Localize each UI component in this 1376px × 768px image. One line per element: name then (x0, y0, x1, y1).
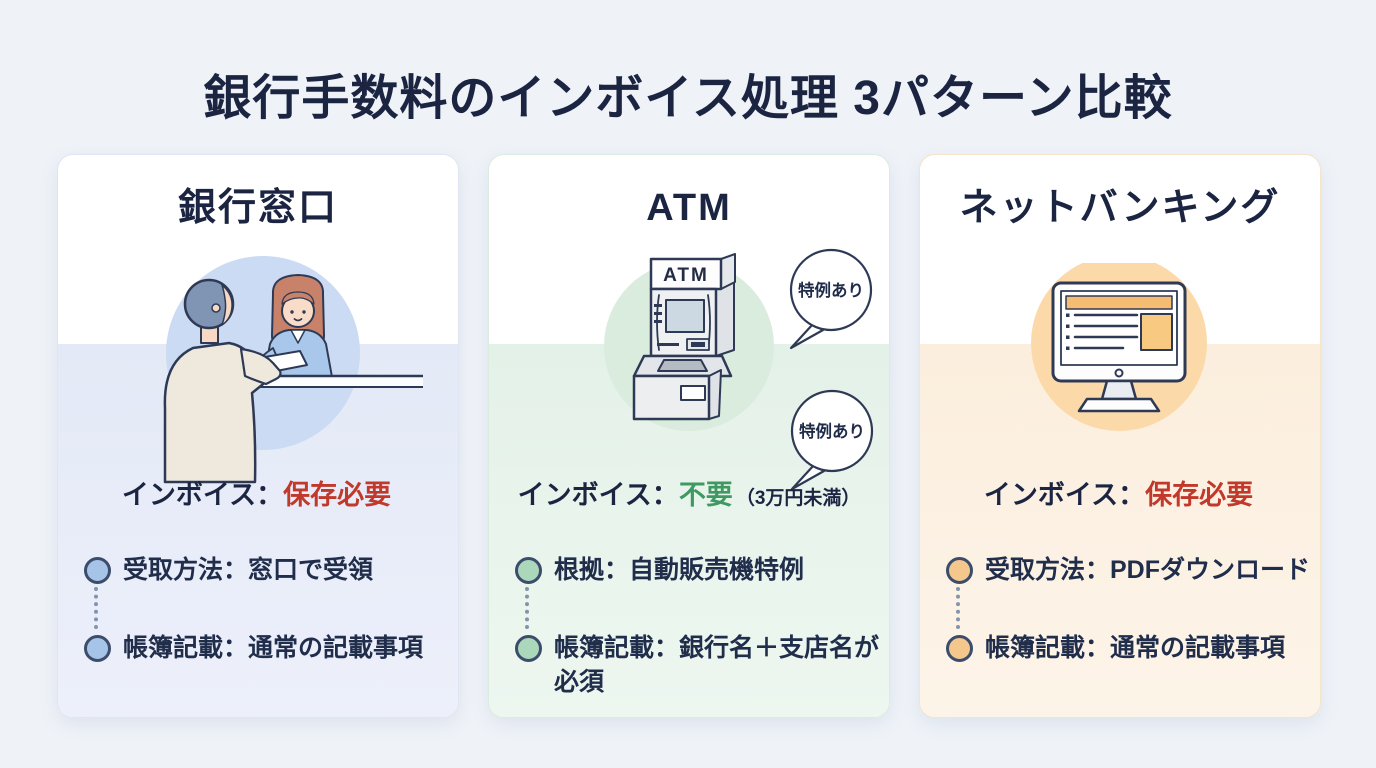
bullet-label: 受取方法：PDFダウンロード (985, 556, 1311, 584)
card-netbanking: ネットバンキング インボイス：保存必要 受取方法 (919, 154, 1321, 718)
card-bank-counter-title: 銀行窓口 (177, 187, 338, 229)
bullet-dot-icon (84, 635, 111, 662)
card-atm-title: ATM (646, 187, 732, 229)
invoice-note: （3万円未満） (735, 488, 861, 509)
atm-illustration: ATM (604, 253, 774, 431)
card-netbanking-title: ネットバンキング (959, 187, 1281, 229)
bullet-dot-icon (946, 635, 973, 662)
dotted-connector (94, 587, 98, 629)
card-bank-counter: 銀行窓口 (57, 154, 459, 718)
bullet-label: 受取方法：窓口で受領 (123, 556, 374, 584)
invoice-label: インボイス： (121, 480, 284, 510)
bullet-dot-icon (946, 557, 973, 584)
bullet-label: 帳簿記載：通常の記載事項 (123, 634, 424, 662)
invoice-status-line: インボイス：保存必要 (920, 473, 1320, 521)
bullet-row: 受取方法：PDFダウンロード (946, 553, 1316, 587)
page-title: 銀行手数料のインボイス処理 3パターン比較 (203, 72, 1173, 125)
speech-bubble-icon: 特例あり (790, 389, 874, 491)
bullet-row: 帳簿記載：通常の記載事項 (84, 631, 454, 665)
invoice-status-line: インボイス：保存必要 (58, 473, 458, 521)
bullet-row: 根拠：自動販売機特例 (515, 553, 885, 587)
bullet-row: 受取方法：窓口で受領 (84, 553, 454, 587)
online-banking-monitor-illustration (1031, 263, 1207, 431)
card-atm: ATM (488, 154, 890, 718)
invoice-label: インボイス： (517, 480, 679, 510)
bullet-label: 根拠：自動販売機特例 (554, 556, 805, 584)
invoice-label: インボイス： (983, 480, 1146, 510)
bullet-row: 帳簿記載：銀行名＋支店名が必須 (515, 631, 885, 699)
speech-bubble-icon: 特例あり (789, 248, 873, 350)
dotted-connector (956, 587, 960, 629)
bullet-row: 帳簿記載：通常の記載事項 (946, 631, 1316, 665)
bullet-dot-icon (515, 635, 542, 662)
invoice-value: 保存必要 (1145, 480, 1254, 510)
bullet-dot-icon (84, 557, 111, 584)
bullet-label: 帳簿記載：通常の記載事項 (985, 634, 1286, 662)
atm-sign-label: ATM (663, 265, 709, 286)
badge-label: 特例あり (798, 280, 864, 300)
bullet-dot-icon (515, 557, 542, 584)
invoice-value: 不要 (678, 480, 733, 510)
dotted-connector (525, 587, 529, 629)
badge-label: 特例あり (799, 421, 865, 441)
invoice-status-line: インボイス：不要（3万円未満） (489, 473, 889, 521)
bank-teller-illustration (163, 256, 423, 484)
bullet-label: 帳簿記載：銀行名＋支店名が必須 (554, 634, 880, 696)
invoice-value: 保存必要 (283, 480, 392, 510)
